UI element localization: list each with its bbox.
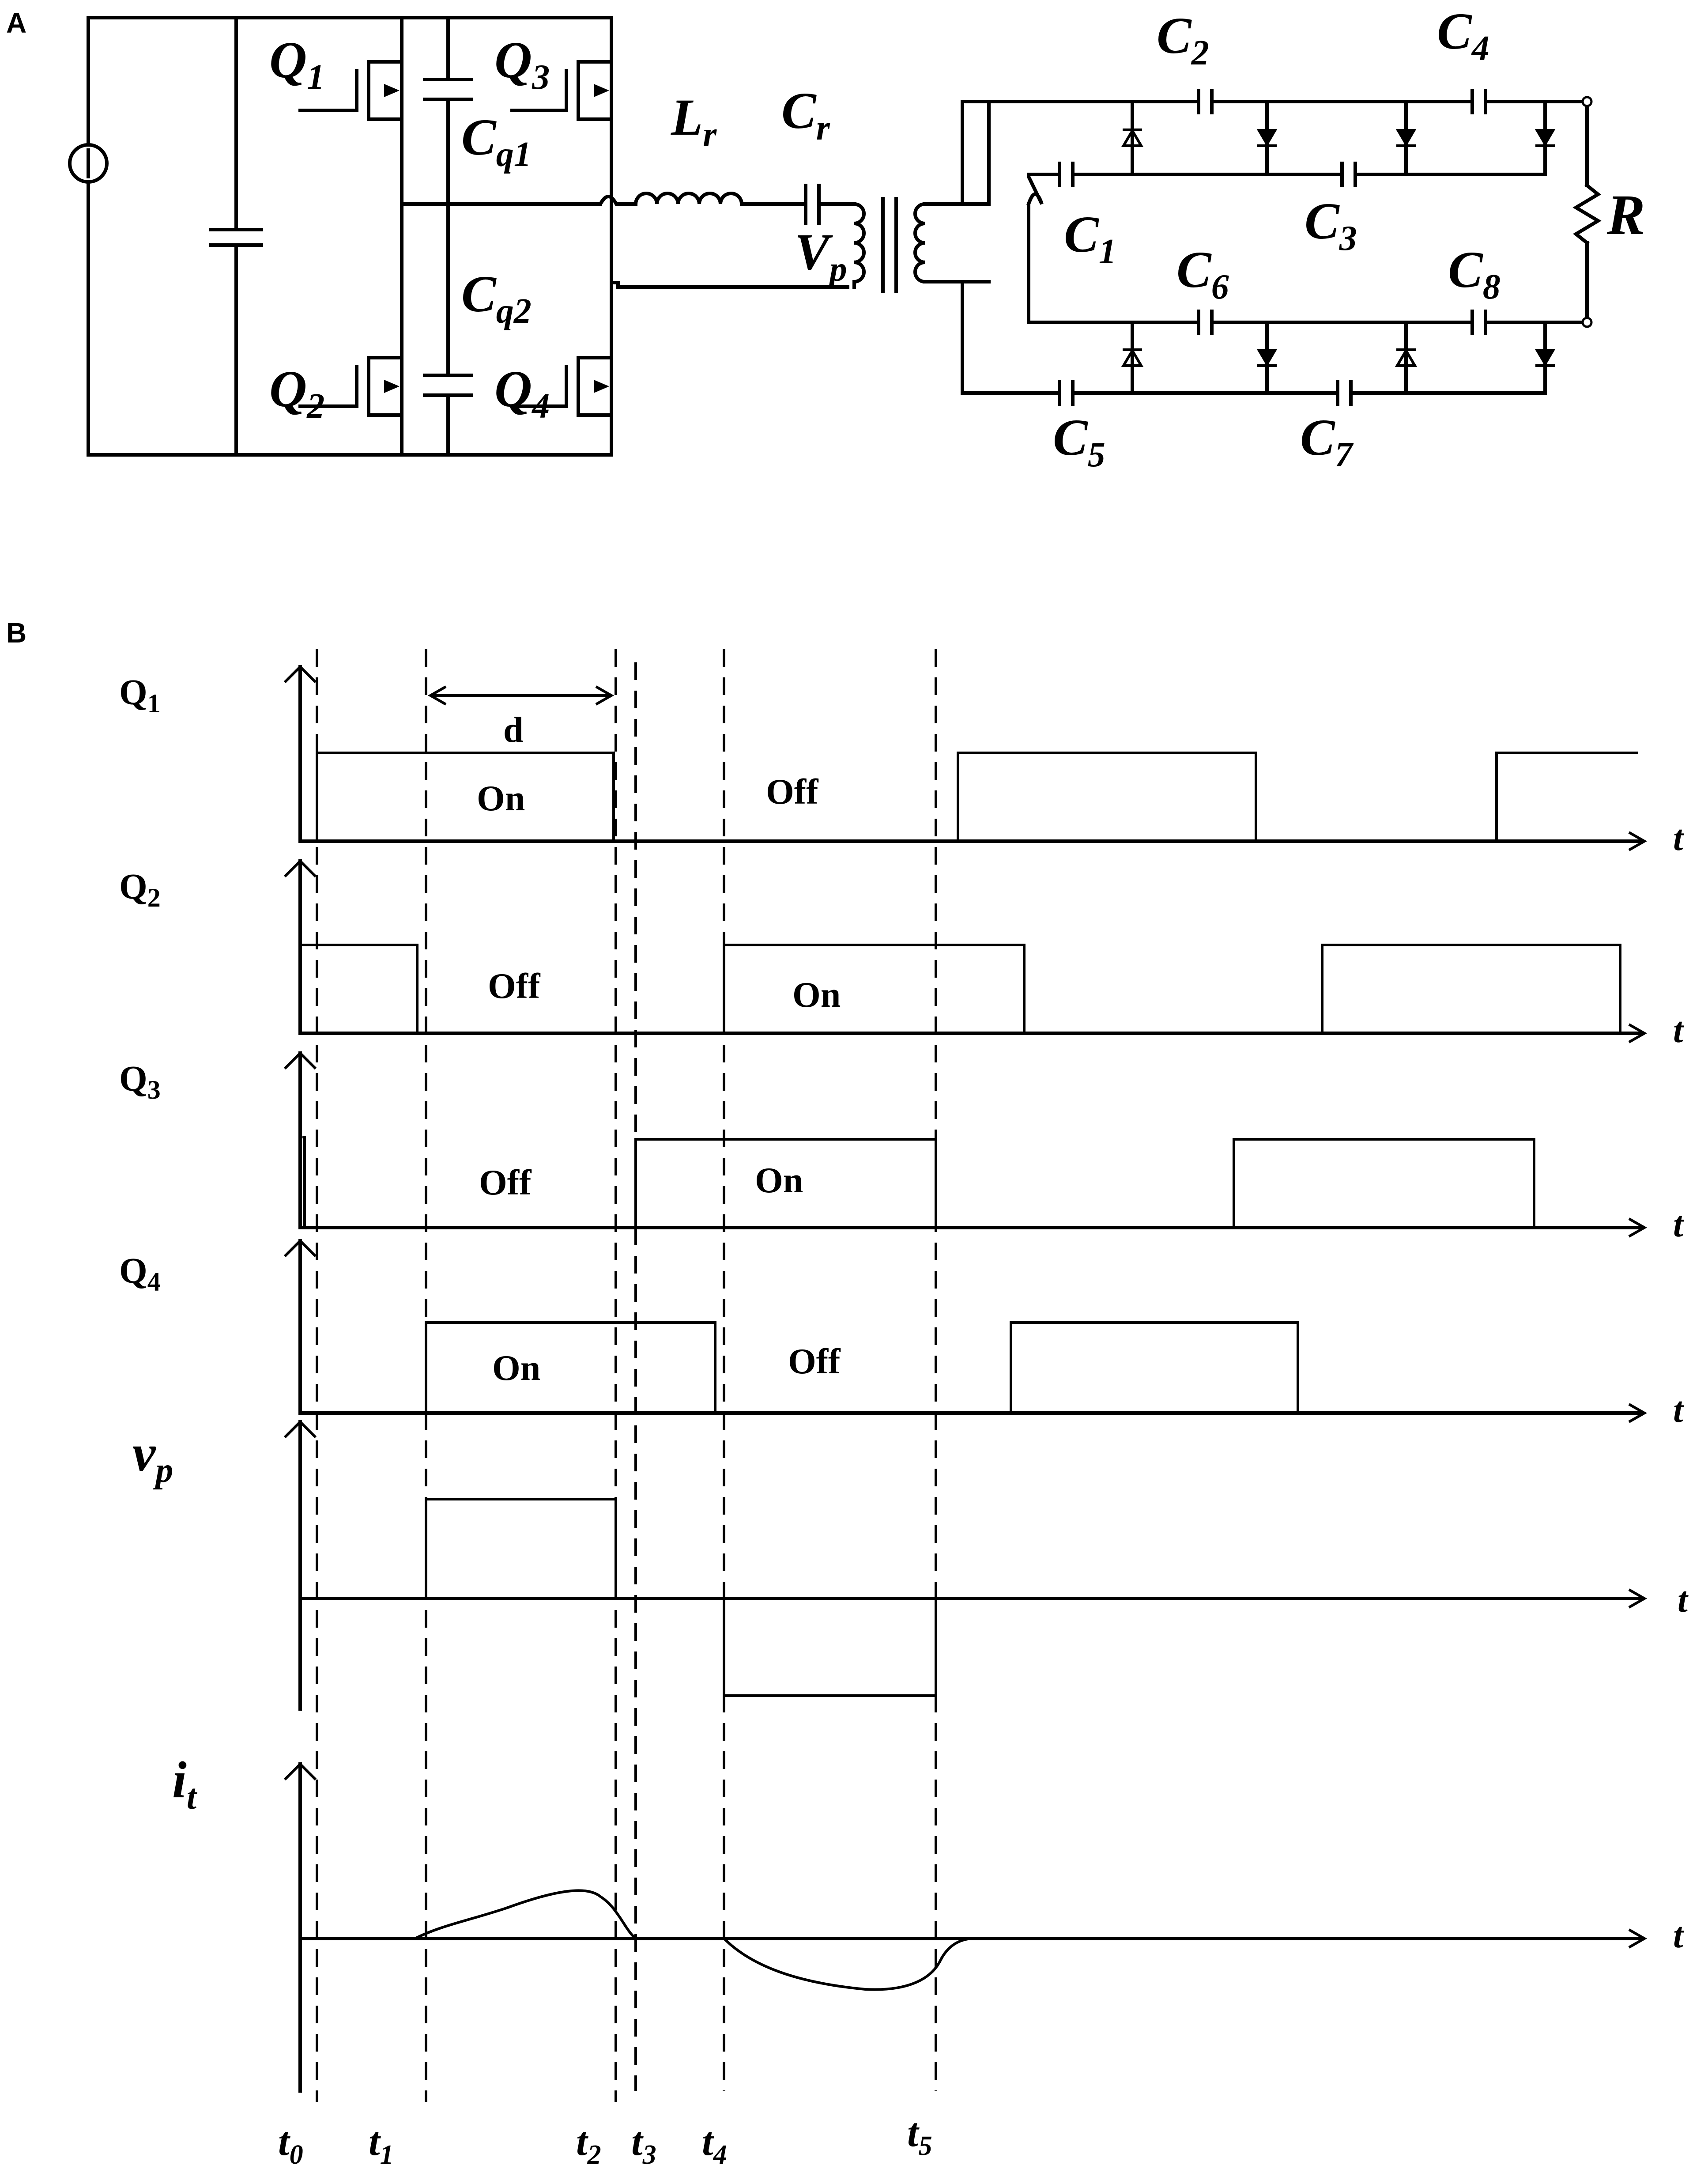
r-label: R [1606, 183, 1645, 247]
panel-label-b: B [6, 617, 26, 649]
q3-on-label: On [755, 1160, 803, 1200]
instant-label: t3 [631, 2119, 656, 2170]
q3-label: Q3 [494, 31, 550, 97]
diode-icon [1396, 130, 1416, 146]
left-leg [298, 16, 602, 457]
instant-markers: t0 t1 t2 t3 t4 t5 [278, 649, 937, 2170]
state-labels: On Off Off On Off On On Off [477, 771, 841, 1388]
q4-waveform [425, 1321, 1299, 1414]
diode-icon [1535, 350, 1555, 366]
row-label-q1: Q1 [119, 672, 161, 718]
c1-label: C1 [1064, 205, 1116, 271]
row-label-q3: Q3 [119, 1058, 161, 1104]
circuit-panel: A [6, 2, 1645, 474]
axis-label-t: t [1673, 1390, 1684, 1430]
c6-label: C6 [1176, 241, 1229, 306]
q2-waveform [300, 944, 1621, 1035]
lr-label: Lr [671, 88, 717, 154]
q1-off-label: Off [766, 771, 819, 812]
c7-label: C7 [1300, 408, 1354, 474]
c3-label: C3 [1305, 192, 1357, 258]
q2-label: Q2 [269, 360, 324, 426]
instant-label: t0 [278, 2119, 303, 2170]
axis-label-t: t [1673, 1204, 1684, 1244]
timing-panel: B Q1 Q2 Q3 Q4 vp it [6, 617, 1689, 2170]
cq2-label: Cq2 [461, 265, 532, 331]
q1-label: Q1 [269, 31, 324, 97]
instant-label: t4 [702, 2119, 727, 2170]
load-resistor [1572, 96, 1602, 328]
row-label-q2: Q2 [119, 866, 161, 912]
axis-label-t: t [1673, 1010, 1684, 1050]
resonant-tank [598, 184, 856, 225]
dc-source [68, 16, 613, 457]
vp-waveform [425, 1498, 937, 1697]
c8-label: C8 [1448, 241, 1501, 306]
circuit-labels: Q1 Q2 Q3 Q4 Cq1 Cq2 Lr Cr Vp C1 C2 C3 C4… [269, 2, 1645, 474]
q2-mosfet-icon [298, 356, 403, 417]
dc-link-capacitor [209, 16, 263, 457]
duty-label: d [503, 710, 524, 750]
vp-label: Vp [795, 223, 847, 289]
right-leg [510, 16, 849, 457]
axis-label-t: t [1678, 1580, 1689, 1620]
cr-label: Cr [781, 82, 830, 147]
axis-labels: t t t t t t [1673, 818, 1689, 1955]
q3-off-label: Off [479, 1162, 532, 1202]
cq1-label: Cq1 [461, 108, 532, 174]
c5-label: C5 [1053, 408, 1105, 474]
q1-on-label: On [477, 778, 525, 818]
instant-label: t5 [907, 2110, 932, 2161]
time-axes [283, 665, 1648, 2093]
inductor-icon [633, 192, 744, 206]
q4-label: Q4 [494, 360, 550, 426]
q4-mosfet-icon [510, 356, 613, 417]
diode-icon [1535, 130, 1555, 146]
panel-label-a: A [6, 7, 26, 39]
axis-label-t: t [1673, 818, 1684, 858]
q4-on-label: On [492, 1348, 540, 1388]
instant-label: t2 [576, 2119, 601, 2170]
row-label-q4: Q4 [119, 1251, 161, 1296]
diode-icon [1257, 130, 1277, 146]
axis-label-t: t [1673, 1915, 1684, 1955]
duty-marker: d [427, 685, 615, 750]
transformer-icon [852, 197, 991, 293]
q3-waveform [302, 1136, 1535, 1229]
row-label-vp: vp [132, 1424, 173, 1490]
diode-icon [1257, 350, 1277, 366]
q1-waveform [316, 752, 1638, 843]
waveforms [300, 752, 1638, 1991]
q2-off-label: Off [488, 966, 541, 1006]
c2-label: C2 [1157, 7, 1209, 72]
q3-mosfet-icon [510, 60, 613, 121]
q4-off-label: Off [788, 1341, 841, 1381]
q1-mosfet-icon [298, 60, 403, 121]
c4-label: C4 [1437, 2, 1489, 68]
row-label-it: it [172, 1751, 198, 1817]
it-waveform [414, 1889, 972, 1991]
voltage-multiplier [961, 89, 1589, 406]
q2-on-label: On [792, 975, 841, 1015]
instant-label: t1 [369, 2119, 394, 2170]
